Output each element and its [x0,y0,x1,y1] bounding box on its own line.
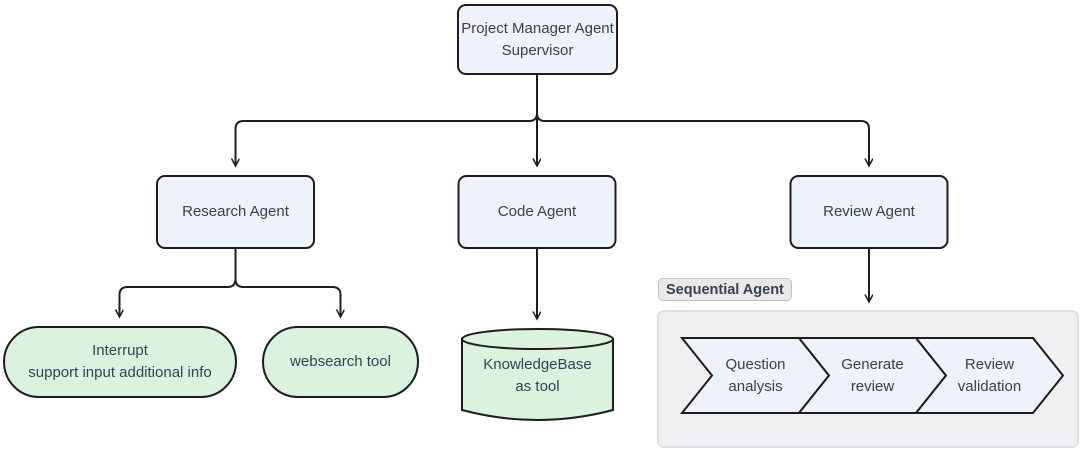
websearch-tool-node-shape [262,326,419,398]
review-agent-node-shape [789,175,949,249]
edge-supervisor-to-review [536,73,869,166]
interrupt-tool-node-shape [3,326,237,398]
code-agent-node-shape [457,175,617,249]
connector-edges [120,73,870,319]
step-review-validation-shape [913,337,1065,414]
sequential-agent-title-chip: Sequential Agent [658,278,792,301]
cylinder-body [461,337,614,421]
knowledgebase-cylinder-shape [461,328,614,421]
cylinder-top [461,328,614,350]
supervisor-node-shape [457,4,618,75]
edge-research-to-interrupt [120,248,237,317]
edge-research-to-websearch [234,248,341,317]
research-agent-node-shape [156,175,315,249]
edge-supervisor-to-research [236,73,538,166]
sequential-steps-shapes [679,337,1065,414]
